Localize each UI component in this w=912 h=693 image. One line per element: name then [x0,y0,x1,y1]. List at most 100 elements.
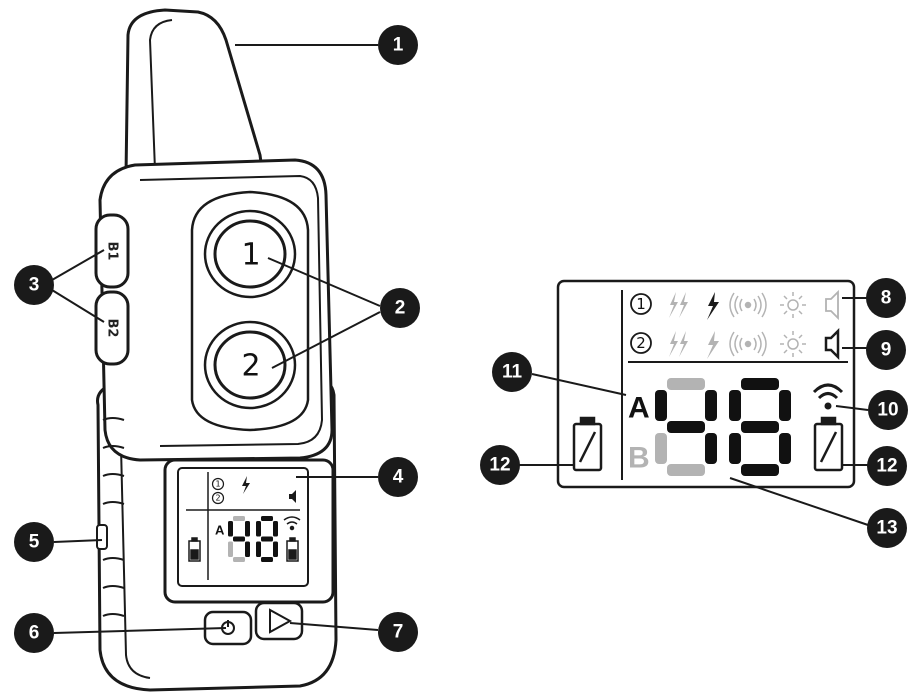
grip-inner-line [119,404,151,679]
callout-5: 5 [14,522,54,562]
callout-9: 9 [866,330,906,370]
segment-c [273,541,278,557]
light-icon-2 [780,331,806,357]
segment-b [779,390,791,421]
svg-text:3: 3 [29,275,40,296]
callout-10: 10 [868,390,908,430]
shock-double-icon [669,292,688,318]
callout-badges: 1 2 3 4 5 6 7 8 9 10 11 12 12 13 [14,25,908,653]
segment-g [667,421,705,433]
mini-channel-a: A [215,523,225,538]
digit-8 [256,516,278,562]
svg-text:1: 1 [393,35,404,56]
mini-lcd-digits [228,516,278,562]
segment-c [779,433,791,464]
side-button-b2[interactable] [94,290,130,366]
menu-button[interactable] [254,601,304,641]
side-button-b1-label: B1 [105,242,120,261]
play-icon [269,608,293,634]
speaker-icon-muted [825,289,839,321]
mini-battery-left-icon [188,537,201,562]
segment-b [273,521,278,537]
segment-b [705,390,717,421]
battery-right-icon [813,416,844,472]
channel-b-label: B [628,442,650,475]
svg-text:12: 12 [876,456,897,477]
digit-8 [729,378,791,476]
segment-d [667,464,705,476]
segment-g [741,421,779,433]
lcd-row-1: 1 [630,289,839,321]
side-button-b1[interactable] [94,213,130,289]
callout-13: 13 [867,508,907,548]
segment-d [261,557,273,562]
mini-battery-right-icon [286,537,299,562]
callout-6: 6 [14,613,54,653]
antenna-inner-line [149,19,173,171]
svg-text:4: 4 [393,467,404,488]
shock-single-icon-2 [707,331,719,359]
svg-text:5: 5 [29,532,40,553]
segment-f [256,521,261,537]
channel-2-icon: 2 [630,332,652,354]
mini-channel-2-icon: 2 [211,491,225,505]
svg-text:7: 7 [393,622,404,643]
segment-e [256,541,261,557]
side-port [96,524,108,550]
segment-a [741,378,779,390]
transmitter [94,8,338,692]
button-1[interactable] [213,219,287,289]
side-button-b2-label: B2 [105,319,120,338]
callout-2: 2 [380,288,420,328]
svg-text:12: 12 [489,455,510,476]
digit-4 [228,516,250,562]
segment-d [741,464,779,476]
segment-f [655,390,667,421]
svg-text:2: 2 [395,298,406,319]
signal-icon [812,383,844,410]
svg-text:1: 1 [215,480,220,489]
svg-text:13: 13 [876,518,897,539]
leader-lines [51,44,869,634]
vibration-icon [729,292,767,318]
svg-text:2: 2 [215,494,220,503]
segment-f [228,521,233,537]
button-2[interactable] [213,330,287,400]
segment-c [245,541,250,557]
segment-g [233,536,245,542]
callout-11: 11 [492,352,532,392]
segment-d [233,557,245,562]
segment-b [245,521,250,537]
mini-channel-1-icon: 1 [211,477,225,491]
svg-text:6: 6 [29,623,40,644]
lcd-big-digits [655,378,791,476]
segment-e [655,433,667,464]
callout-7: 7 [378,612,418,652]
callout-8: 8 [866,278,906,318]
lcd-detail-panel: 1 [556,279,856,489]
callout-1: 1 [378,25,418,65]
callout-4: 4 [378,457,418,497]
svg-text:11: 11 [502,362,523,383]
channel-1-icon: 1 [630,293,652,315]
mini-shock-icon [242,476,250,494]
svg-text:9: 9 [881,340,892,361]
mini-speaker-icon [289,490,296,503]
svg-text:8: 8 [881,288,892,309]
segment-e [228,541,233,557]
digit-4 [655,378,717,476]
svg-text:1: 1 [636,295,646,313]
mini-signal-icon [283,516,301,531]
svg-text:2: 2 [636,334,646,352]
speaker-icon-active [824,327,840,361]
channel-a-label: A [628,392,650,425]
grip-ridges [102,417,125,617]
segment-c [705,433,717,464]
lcd-row-2: 2 [630,327,840,361]
battery-left-icon [572,416,603,472]
button-1-label: 1 [241,238,260,273]
segment-f [729,390,741,421]
shock-single-icon [707,292,719,320]
callout-12-left: 12 [480,445,520,485]
